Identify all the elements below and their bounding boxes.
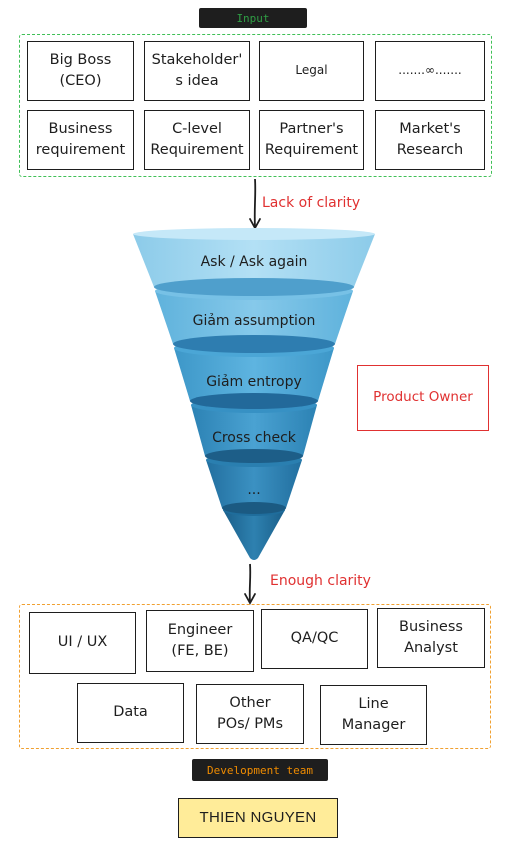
funnel-diagram: Ask / Ask again Giảm assumption Giảm ent… (133, 228, 375, 560)
input-box-infinity: .......∞....... (375, 41, 485, 101)
funnel-label-2: Giảm assumption (193, 313, 316, 329)
funnel-label-1: Ask / Ask again (201, 254, 308, 270)
input-box-big-boss: Big Boss (CEO) (27, 41, 134, 101)
input-box-market-research: Market's Research (375, 110, 485, 170)
dev-box-business-analyst: Business Analyst (377, 608, 485, 668)
input-box-business-requirement: Business requirement (27, 110, 134, 170)
input-tag: Input (199, 8, 307, 28)
dev-team-tag: Development team (192, 759, 328, 781)
input-box-legal: Legal (259, 41, 364, 101)
author-signature: THIEN NGUYEN (178, 798, 338, 838)
funnel-layer-1 (133, 228, 375, 296)
input-box-c-level-requirement: C-level Requirement (144, 110, 250, 170)
product-owner-box: Product Owner (357, 365, 489, 431)
dev-box-engineer: Engineer (FE, BE) (146, 610, 254, 672)
funnel-label-3: Giảm entropy (206, 374, 302, 390)
dev-box-data: Data (77, 683, 184, 743)
lack-of-clarity-label: Lack of clarity (262, 195, 361, 211)
dev-box-other-pos-pms: Other POs/ PMs (196, 684, 304, 744)
dev-group-border (19, 604, 491, 749)
input-box-stakeholder-idea: Stakeholder' s idea (144, 41, 250, 101)
top-arrow (249, 178, 261, 230)
dev-box-ui-ux: UI / UX (29, 612, 136, 674)
input-group-border (19, 34, 492, 177)
bottom-arrow (244, 563, 256, 605)
dev-box-qa-qc: QA/QC (261, 609, 368, 669)
dev-box-line-manager: Line Manager (320, 685, 427, 745)
input-box-partner-requirement: Partner's Requirement (259, 110, 364, 170)
funnel-label-4: Cross check (212, 430, 297, 446)
funnel-label-5: ... (247, 482, 260, 498)
enough-clarity-label: Enough clarity (270, 573, 371, 589)
